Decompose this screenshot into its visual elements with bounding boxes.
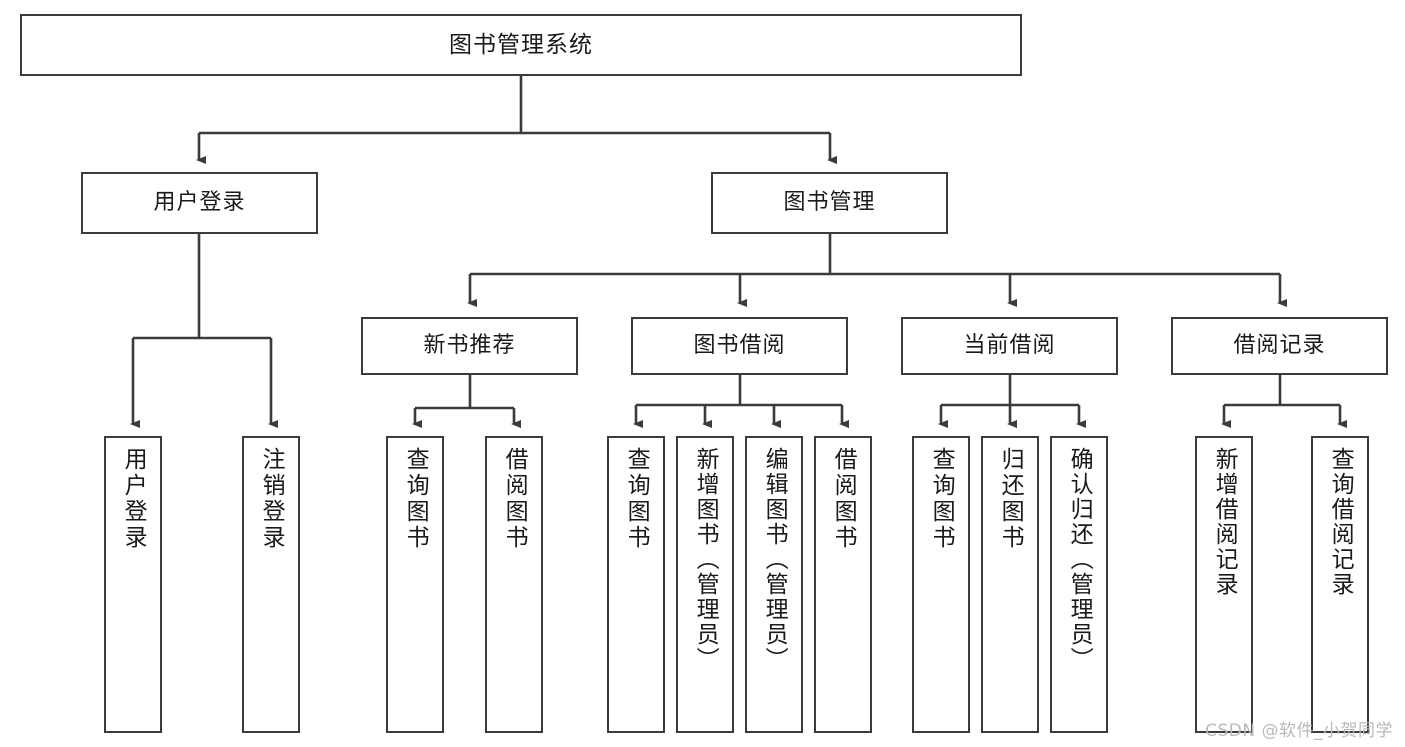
node-leaf-query-book-2[interactable]: 查询图书	[607, 436, 665, 733]
node-new-book-rec-label: 新书推荐	[423, 332, 516, 358]
node-leaf-query-book-3-label: 查询图书	[928, 447, 955, 551]
node-borrow-record[interactable]: 借阅记录	[1171, 317, 1388, 375]
node-leaf-add-record-label: 新增借阅记录	[1211, 447, 1238, 597]
node-leaf-confirm-return-label: 确认归还（管理员）	[1066, 447, 1093, 672]
node-user-login-label: 用户登录	[153, 189, 246, 215]
node-book-borrow[interactable]: 图书借阅	[631, 317, 848, 375]
node-leaf-add-book[interactable]: 新增图书（管理员）	[676, 436, 734, 733]
node-leaf-add-book-label: 新增图书（管理员）	[692, 447, 719, 672]
node-leaf-query-book-1[interactable]: 查询图书	[386, 436, 444, 733]
node-leaf-return-book-label: 归还图书	[997, 447, 1024, 551]
node-leaf-return-book[interactable]: 归还图书	[981, 436, 1039, 733]
node-leaf-user-login[interactable]: 用户登录	[104, 436, 162, 733]
node-leaf-query-record-label: 查询借阅记录	[1327, 447, 1354, 597]
node-leaf-add-record[interactable]: 新增借阅记录	[1195, 436, 1253, 733]
node-leaf-borrow-book-1-label: 借阅图书	[501, 447, 528, 551]
node-leaf-query-book-1-label: 查询图书	[402, 447, 429, 551]
node-new-book-rec[interactable]: 新书推荐	[361, 317, 578, 375]
node-leaf-user-login-label: 用户登录	[120, 447, 147, 551]
node-root[interactable]: 图书管理系统	[20, 14, 1022, 76]
node-leaf-query-book-2-label: 查询图书	[623, 447, 650, 551]
node-leaf-borrow-book-2-label: 借阅图书	[830, 447, 857, 551]
node-leaf-edit-book[interactable]: 编辑图书（管理员）	[745, 436, 803, 733]
node-book-borrow-label: 图书借阅	[693, 332, 786, 358]
node-borrow-record-label: 借阅记录	[1233, 332, 1326, 358]
node-leaf-logout-label: 注销登录	[258, 447, 285, 551]
node-book-manage[interactable]: 图书管理	[711, 172, 948, 234]
node-current-borrow-label: 当前借阅	[963, 332, 1056, 358]
node-leaf-edit-book-label: 编辑图书（管理员）	[761, 447, 788, 672]
node-leaf-logout[interactable]: 注销登录	[242, 436, 300, 733]
node-leaf-query-record[interactable]: 查询借阅记录	[1311, 436, 1369, 733]
node-leaf-borrow-book-1[interactable]: 借阅图书	[485, 436, 543, 733]
csdn-watermark: CSDN @软件_小贺同学	[1205, 721, 1393, 741]
node-leaf-query-book-3[interactable]: 查询图书	[912, 436, 970, 733]
node-leaf-confirm-return[interactable]: 确认归还（管理员）	[1050, 436, 1108, 733]
node-user-login[interactable]: 用户登录	[81, 172, 318, 234]
node-leaf-borrow-book-2[interactable]: 借阅图书	[814, 436, 872, 733]
node-book-manage-label: 图书管理	[783, 189, 876, 215]
node-root-label: 图书管理系统	[449, 31, 593, 58]
node-current-borrow[interactable]: 当前借阅	[901, 317, 1118, 375]
